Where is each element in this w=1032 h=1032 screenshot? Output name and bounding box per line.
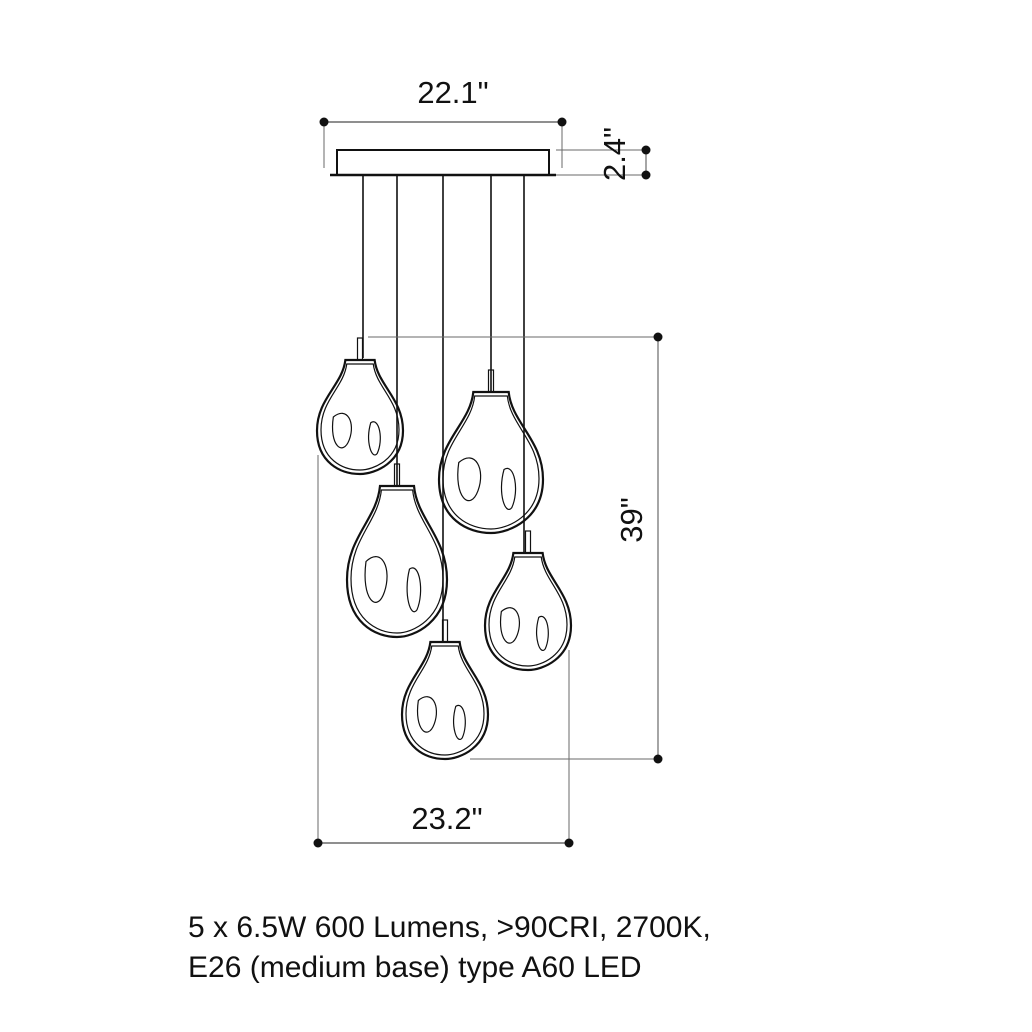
spec-line-2: E26 (medium base) type A60 LED <box>188 951 642 984</box>
canopy-width-label: 22.1" <box>417 75 488 110</box>
glass-pendant <box>345 463 449 639</box>
glass-shade-outline <box>483 551 573 672</box>
glass-pendant <box>315 337 405 476</box>
drop-height-dimension: 39" <box>368 332 663 764</box>
canopy <box>330 149 556 177</box>
drop-height-label: 39" <box>614 497 649 543</box>
canopy-width-dimension: 22.1" <box>319 75 567 168</box>
glass-pendant <box>437 369 545 535</box>
overall-width-label: 23.2" <box>411 801 482 836</box>
canopy-height-dimension: 2.4" <box>556 127 651 181</box>
lamp-specifications: 5 x 6.5W 600 Lumens, >90CRI, 2700K, E26 … <box>188 908 1008 988</box>
canopy-height-label: 2.4" <box>597 127 632 181</box>
overall-width-dimension: 23.2" <box>313 455 574 848</box>
glass-pendants <box>315 337 573 761</box>
glass-shade-outline <box>437 390 545 535</box>
glass-pendant <box>400 619 490 761</box>
glass-shade-outline <box>400 640 490 761</box>
glass-shade-outline <box>345 484 449 639</box>
glass-pendant <box>483 530 573 672</box>
glass-shade-outline <box>315 358 405 476</box>
spec-line-1: 5 x 6.5W 600 Lumens, >90CRI, 2700K, <box>188 911 711 944</box>
pendant-cords <box>362 175 525 642</box>
